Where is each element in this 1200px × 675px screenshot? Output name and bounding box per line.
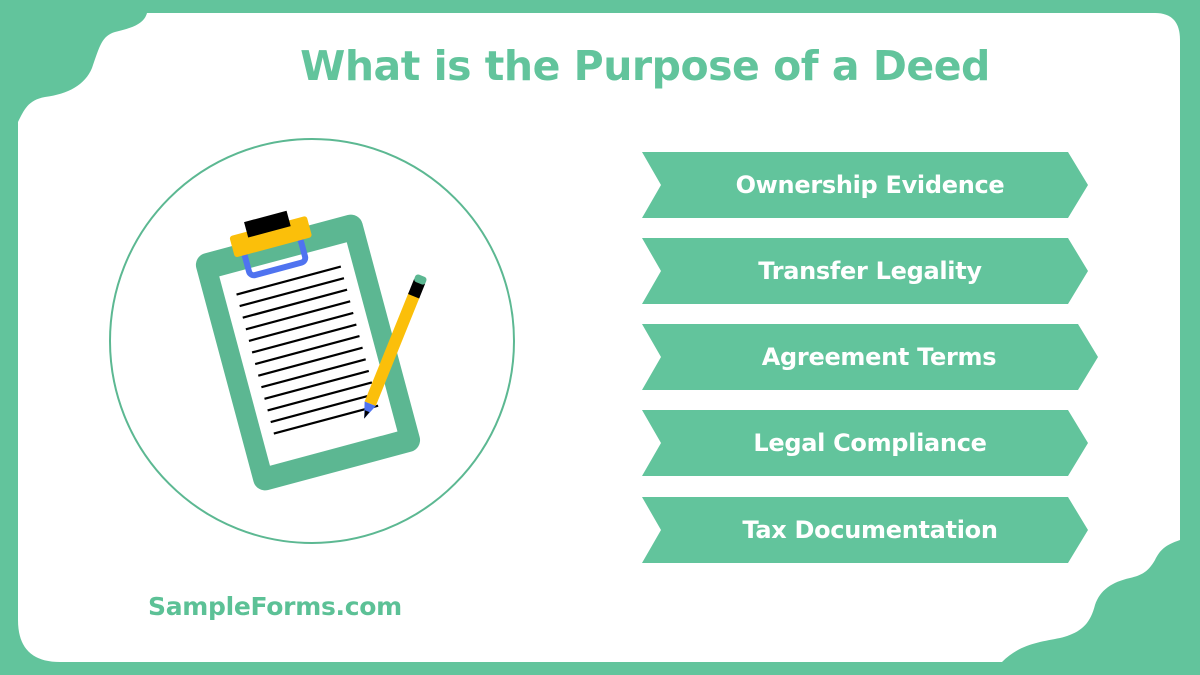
- purpose-item-ownership-evidence: Ownership Evidence: [642, 152, 1088, 218]
- purpose-label: Agreement Terms: [761, 343, 997, 371]
- clip-bar: [229, 216, 312, 257]
- purpose-item-transfer-legality: Transfer Legality: [642, 238, 1088, 304]
- purpose-label: Tax Documentation: [742, 516, 998, 544]
- purpose-label: Ownership Evidence: [735, 171, 1005, 199]
- purpose-item-legal-compliance: Legal Compliance: [642, 410, 1088, 476]
- brand-logo-text: SampleForms.com: [148, 592, 402, 621]
- clipboard-with-pencil-icon: [195, 210, 427, 491]
- purpose-item-tax-documentation: Tax Documentation: [642, 497, 1088, 563]
- clipboard-paper: [219, 242, 398, 466]
- purpose-label: Transfer Legality: [758, 257, 982, 285]
- purpose-label: Legal Compliance: [753, 429, 987, 457]
- purpose-item-agreement-terms: Agreement Terms: [642, 324, 1098, 390]
- clip-top: [244, 210, 291, 238]
- pencil-body: [364, 292, 420, 407]
- page-title: What is the Purpose of a Deed: [300, 42, 990, 90]
- illustration-circle: [109, 138, 515, 544]
